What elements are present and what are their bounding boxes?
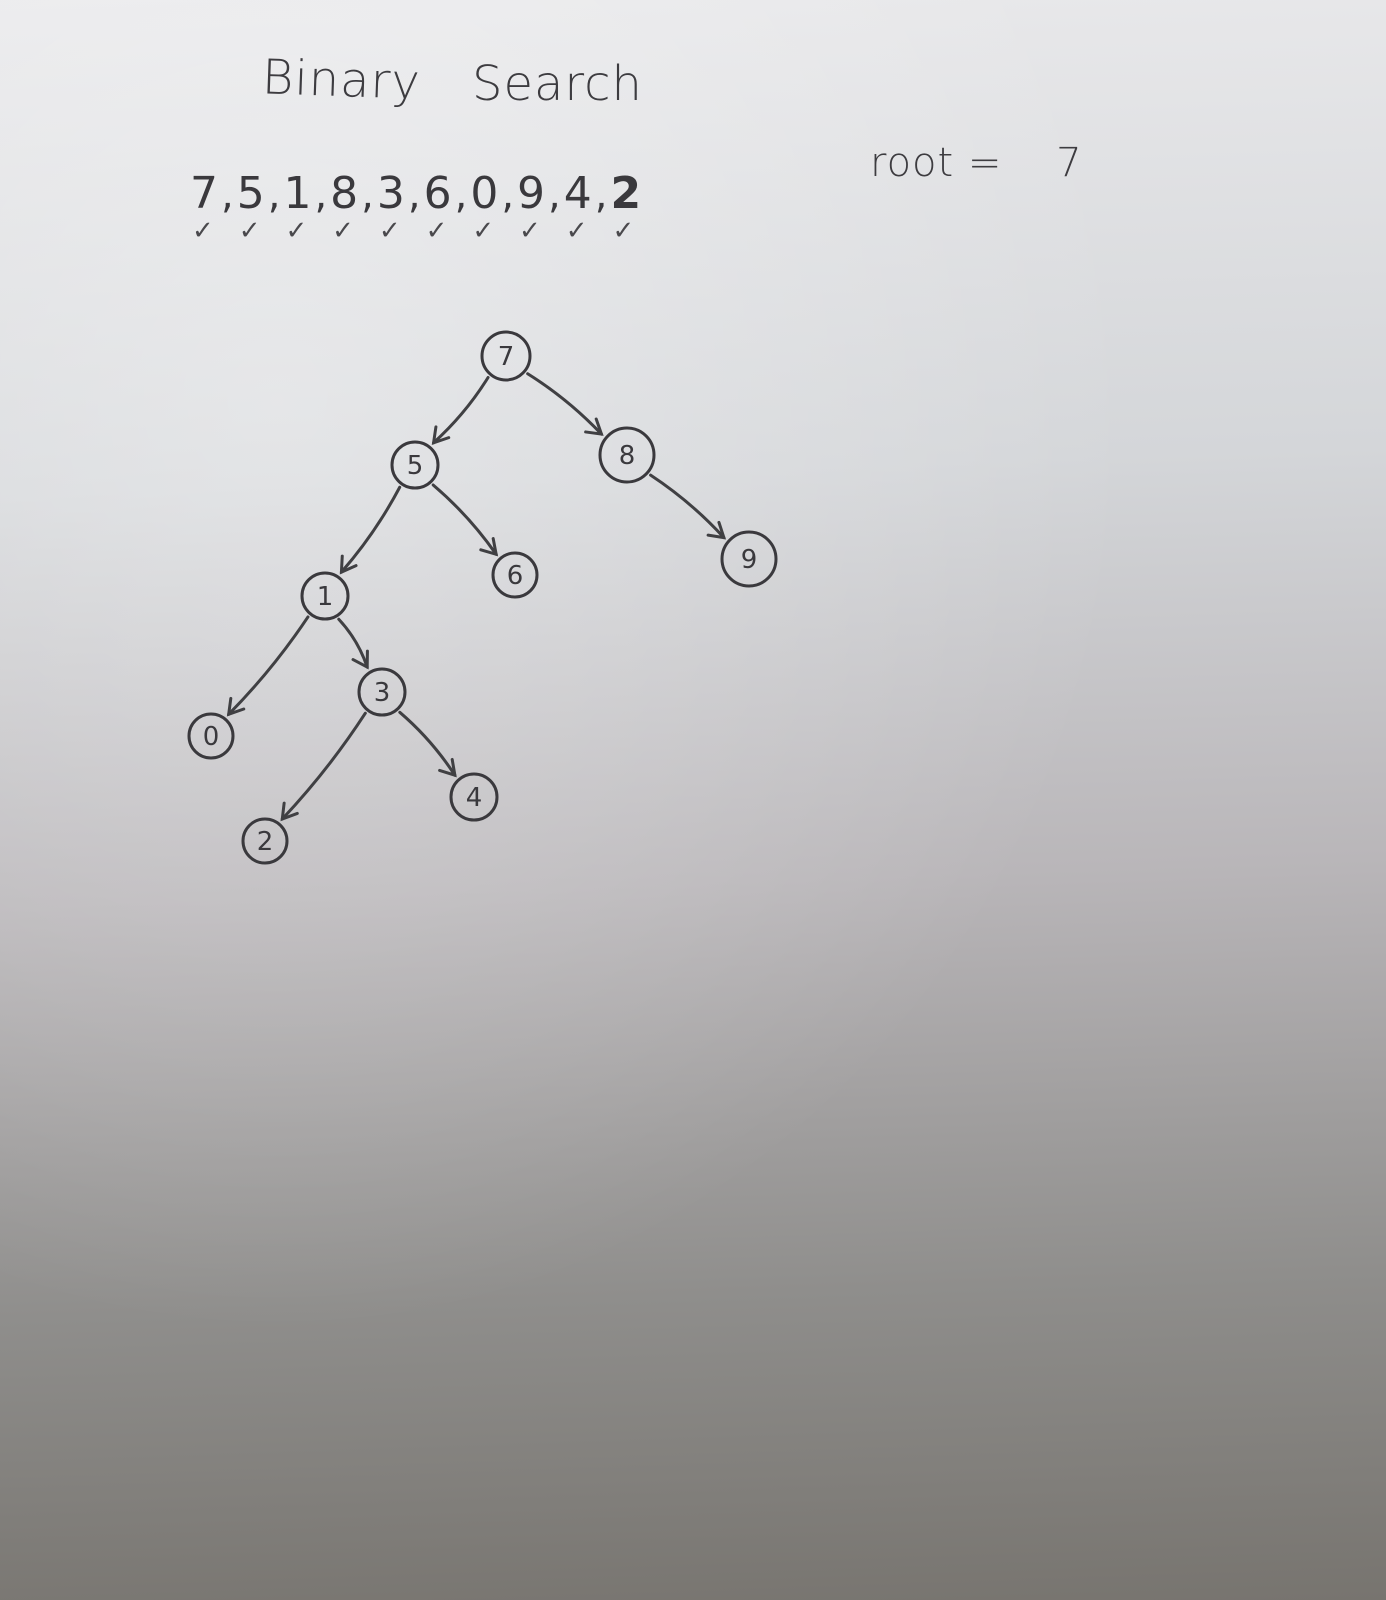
arrow-head-icon xyxy=(706,520,727,540)
tree-edge-n3-n2 xyxy=(280,711,367,821)
node-value: 9 xyxy=(741,545,758,575)
node-circle xyxy=(241,817,289,865)
tree-edge-n1-n0 xyxy=(227,615,310,716)
arrow-head-icon xyxy=(351,649,369,670)
check-mark-icon: ✓ xyxy=(332,216,354,246)
node-circle xyxy=(449,772,499,822)
node-circle xyxy=(357,667,407,717)
node-circle xyxy=(480,330,532,382)
sequence-separator: , xyxy=(501,172,515,218)
tree-node-6: 6 xyxy=(491,551,539,599)
sequence-value: 9 xyxy=(517,168,546,219)
title-search: Search xyxy=(472,56,643,112)
check-mark-icon: ✓ xyxy=(285,216,308,246)
node-circle xyxy=(491,551,539,599)
check-mark-icon: ✓ xyxy=(612,216,635,246)
node-value: 2 xyxy=(257,827,274,857)
sequence-item: 2✓ xyxy=(610,168,642,246)
sequence-item: 3✓ xyxy=(376,168,405,246)
sequence-item: 5✓ xyxy=(236,168,265,246)
tree-node-5: 5 xyxy=(390,440,440,490)
sequence-separator: , xyxy=(361,172,374,218)
arrow-head-icon xyxy=(280,801,299,822)
check-mark-icon: ✓ xyxy=(472,216,495,246)
sequence-separator: , xyxy=(454,172,468,218)
node-circle xyxy=(187,712,235,760)
tree-edge-n5-n1 xyxy=(339,485,402,574)
tree-edge-n8-n9 xyxy=(649,473,726,540)
tree-edge-n3-n4 xyxy=(398,710,457,777)
sequence-item: 6✓ xyxy=(423,168,452,246)
sequence-item: 9✓ xyxy=(517,168,546,246)
tree-node-1: 1 xyxy=(300,571,350,621)
sequence-separator: , xyxy=(314,172,328,218)
arrow-head-icon xyxy=(438,757,457,778)
sequence-item: 7✓ xyxy=(190,168,218,246)
check-mark-icon: ✓ xyxy=(565,216,588,246)
node-value: 1 xyxy=(317,582,334,612)
insertion-sequence: 7✓,5✓,1✓,8✓,3✓,6✓,0✓,9✓,4✓,2✓ xyxy=(190,168,642,246)
sequence-separator: , xyxy=(407,172,421,218)
arrow-head-icon xyxy=(339,554,358,575)
sequence-separator: , xyxy=(221,172,234,218)
tree-node-8: 8 xyxy=(598,426,656,484)
tree-edge-n1-n3 xyxy=(337,617,369,669)
node-circle xyxy=(390,440,440,490)
node-value: 0 xyxy=(203,722,220,752)
node-circle xyxy=(720,530,778,588)
check-mark-icon: ✓ xyxy=(378,216,401,246)
root-label: root = xyxy=(870,140,1003,186)
check-mark-icon: ✓ xyxy=(192,216,214,246)
sequence-value: 1 xyxy=(283,168,312,219)
sequence-value: 0 xyxy=(470,168,499,219)
node-circle xyxy=(300,571,350,621)
root-annotation: root = 7 xyxy=(870,140,1083,186)
sequence-value: 5 xyxy=(236,168,265,219)
check-mark-icon: ✓ xyxy=(519,216,541,246)
node-value: 8 xyxy=(619,441,636,471)
tree-node-4: 4 xyxy=(449,772,499,822)
sequence-value: 8 xyxy=(330,168,359,219)
node-value: 6 xyxy=(507,561,524,591)
arrow-head-icon xyxy=(479,537,499,557)
node-circle xyxy=(598,426,656,484)
root-value: 7 xyxy=(1056,140,1083,186)
node-value: 7 xyxy=(498,342,515,372)
sequence-item: 1✓ xyxy=(283,168,312,246)
sequence-item: 8✓ xyxy=(330,168,359,246)
node-value: 3 xyxy=(374,678,391,708)
arrow-head-icon xyxy=(431,425,451,445)
tree-edge-n5-n6 xyxy=(431,483,498,556)
sequence-value: 7 xyxy=(190,168,218,219)
tree-node-3: 3 xyxy=(357,667,407,717)
sequence-value: 2 xyxy=(610,168,642,219)
sequence-separator: , xyxy=(548,172,561,218)
tree-node-2: 2 xyxy=(241,817,289,865)
sequence-separator: , xyxy=(594,172,608,218)
node-value: 4 xyxy=(466,783,483,813)
tree-node-7: 7 xyxy=(480,330,532,382)
arrow-head-icon xyxy=(226,696,246,717)
node-value: 5 xyxy=(407,451,424,481)
tree-node-0: 0 xyxy=(187,712,235,760)
sequence-value: 6 xyxy=(423,168,452,219)
sequence-value: 3 xyxy=(376,168,405,219)
arrow-head-icon xyxy=(584,417,604,436)
sequence-separator: , xyxy=(267,172,281,218)
tree-edge-n7-n5 xyxy=(432,375,490,445)
check-mark-icon: ✓ xyxy=(425,216,448,246)
check-mark-icon: ✓ xyxy=(238,216,261,246)
tree-edge-n7-n8 xyxy=(526,372,603,436)
tree-node-9: 9 xyxy=(720,530,778,588)
sequence-item: 0✓ xyxy=(470,168,499,246)
sequence-value: 4 xyxy=(563,168,592,219)
sequence-item: 4✓ xyxy=(563,168,592,246)
